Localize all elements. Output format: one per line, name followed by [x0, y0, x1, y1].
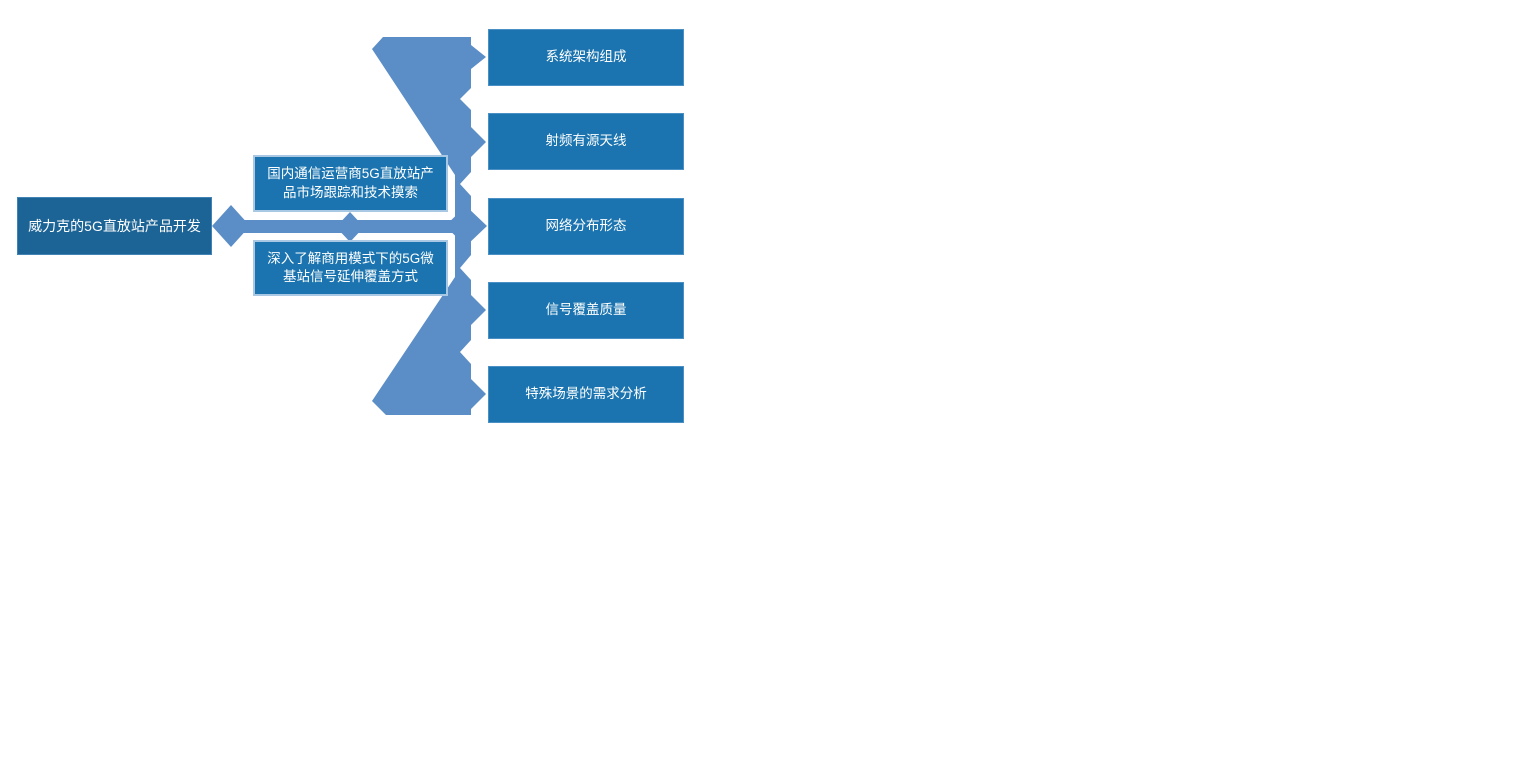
- root-node-label: 威力克的5G直放站产品开发: [28, 217, 201, 234]
- funnel-shape: [372, 37, 486, 415]
- mid-node-coverage-extension[interactable]: 深入了解商用模式下的5G微基站信号延伸覆盖方式: [253, 240, 448, 296]
- mid-node-label: 国内通信运营商5G直放站产品市场跟踪和技术摸索: [267, 166, 434, 200]
- leaf-node-label: 网络分布形态: [545, 218, 627, 234]
- mid-node-market-tracking[interactable]: 国内通信运营商5G直放站产品市场跟踪和技术摸索: [253, 155, 448, 212]
- leaf-node-label: 系统架构组成: [545, 49, 627, 65]
- leaf3-arrow-diamond: [445, 206, 487, 246]
- leaf-node-signal-coverage-quality[interactable]: 信号覆盖质量: [488, 282, 684, 339]
- leaf-node-label: 信号覆盖质量: [545, 302, 627, 318]
- leaf-node-label: 射频有源天线: [545, 133, 627, 149]
- leaf-node-rf-active-antenna[interactable]: 射频有源天线: [488, 113, 684, 170]
- mid-diamond-junction: [336, 212, 364, 242]
- leaf-node-system-architecture[interactable]: 系统架构组成: [488, 29, 684, 86]
- leaf-node-network-distribution[interactable]: 网络分布形态: [488, 198, 684, 255]
- leaf-node-special-scenario-analysis[interactable]: 特殊场景的需求分析: [488, 366, 684, 423]
- root-node[interactable]: 威力克的5G直放站产品开发: [17, 197, 212, 255]
- mid-node-label: 深入了解商用模式下的5G微基站信号延伸覆盖方式: [267, 250, 434, 284]
- leaf-node-label: 特殊场景的需求分析: [525, 386, 647, 402]
